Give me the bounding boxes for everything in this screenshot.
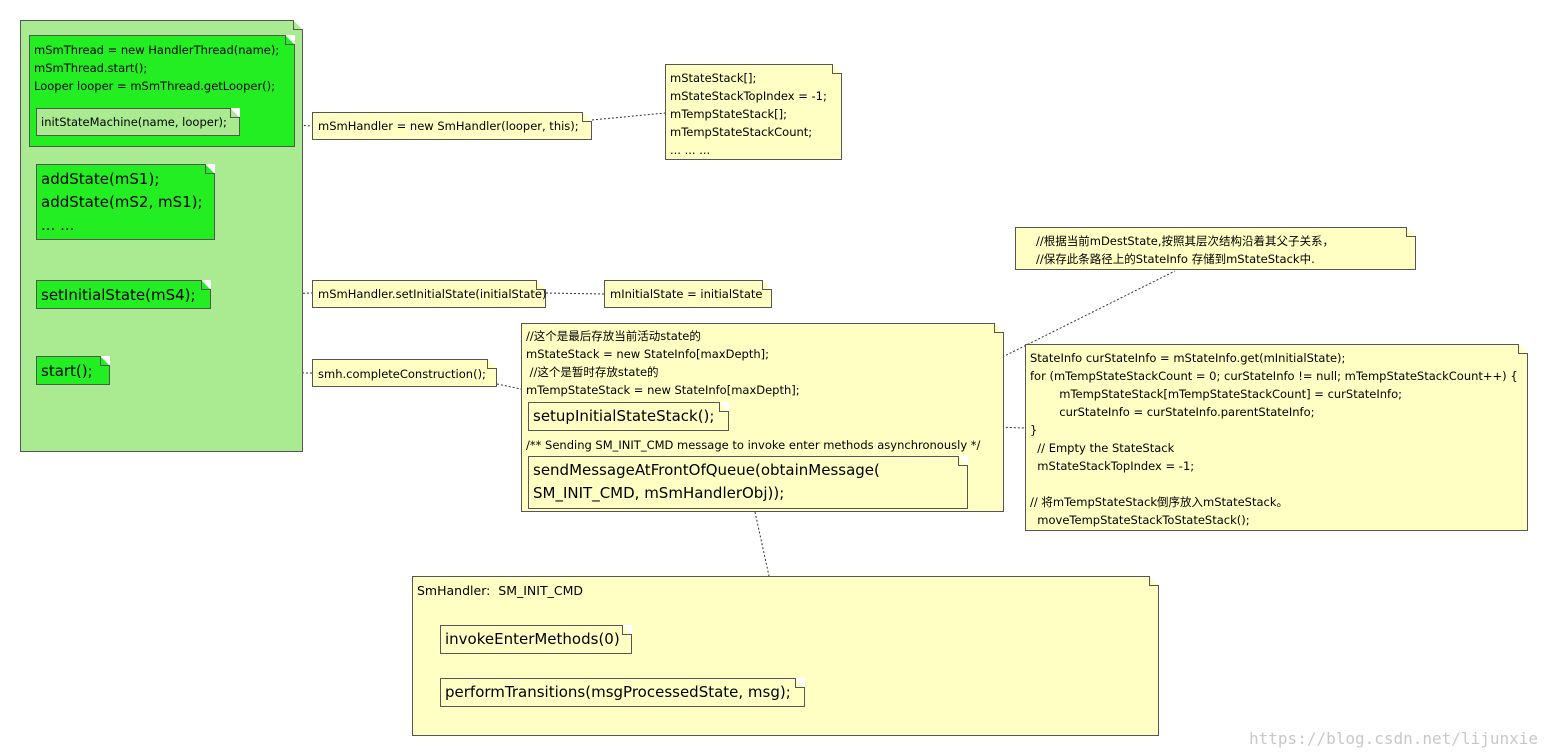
add-state-line-2: addState(mS2, mS1); <box>41 193 203 211</box>
send-message-line-2: SM_INIT_CMD, mSmHandlerObj)); <box>533 484 785 502</box>
start-text: start(); <box>41 362 93 380</box>
send-message-line-1: sendMessageAtFrontOfQueue(obtainMessage( <box>533 461 880 479</box>
state-info-line-6: // Empty the StateStack <box>1030 441 1175 455</box>
state-info-line-9: // 将mTempStateStack倒序放入mStateStack。 <box>1030 495 1289 509</box>
state-info-line-1: StateInfo curStateInfo = mStateInfo.get(… <box>1030 351 1346 365</box>
sm-handler-note: mSmHandler = new SmHandler(looper, this)… <box>312 112 592 140</box>
connector <box>754 511 770 577</box>
state-stack-fields-note: mStateStack[]; mStateStackTopIndex = -1;… <box>665 64 842 160</box>
send-comment: /** Sending SM_INIT_CMD message to invok… <box>526 438 981 452</box>
complete-construction-note: smh.completeConstruction(); <box>312 359 497 387</box>
handler-set-initial-note: mSmHandler.setInitialState(initialState) <box>312 280 546 308</box>
stack-comment-line-1: //根据当前mDestState,按照其层次结构沿着其父子关系， <box>1036 234 1334 248</box>
perform-transitions-note: performTransitions(msgProcessedState, ms… <box>440 678 805 707</box>
setup-initial-stack-note: setupInitialStateStack(); <box>528 402 729 431</box>
field-line-3: mTempStateStack[]; <box>670 107 787 121</box>
thread-line-2: mSmThread.start(); <box>34 61 148 75</box>
state-info-line-10: moveTempStateStackToStateStack(); <box>1030 513 1250 527</box>
state-info-line-5: } <box>1030 423 1038 437</box>
complete-construction-text: smh.completeConstruction(); <box>318 367 486 381</box>
initial-state-assign-text: mInitialState = initialState <box>610 287 763 301</box>
field-line-5: ... ... ... <box>670 143 711 157</box>
construction-line-1: //这个是最后存放当前活动state的 <box>526 329 701 343</box>
connector <box>591 112 666 121</box>
state-info-line-2: for (mTempStateStackCount = 0; curStateI… <box>1030 369 1518 383</box>
connector <box>496 383 522 390</box>
field-line-2: mStateStackTopIndex = -1; <box>670 89 827 103</box>
add-state-line-3: ... ... <box>41 216 75 234</box>
init-state-machine-note: initStateMachine(name, looper); <box>36 108 240 136</box>
add-state-line-1: addState(mS1); <box>41 170 160 188</box>
construction-line-4: mTempStateStack = new StateInfo[maxDepth… <box>526 383 800 397</box>
state-info-line-7: mStateStackTopIndex = -1; <box>1030 459 1195 473</box>
thread-line-1: mSmThread = new HandlerThread(name); <box>34 43 280 57</box>
sm-handler-text: mSmHandler = new SmHandler(looper, this)… <box>318 119 579 133</box>
handler-set-initial-text: mSmHandler.setInitialState(initialState) <box>318 287 547 301</box>
invoke-enter-text: invokeEnterMethods(0) <box>445 630 620 648</box>
construction-line-2: mStateStack = new StateInfo[maxDepth]; <box>526 347 769 361</box>
set-initial-state-note: setInitialState(mS4); <box>36 280 211 309</box>
field-line-1: mStateStack[]; <box>670 71 757 85</box>
stack-comment-note: //根据当前mDestState,按照其层次结构沿着其父子关系， //保存此条路… <box>1015 227 1416 270</box>
sm-handler-init-title: SmHandler: SM_INIT_CMD <box>417 583 583 598</box>
state-info-line-4: curStateInfo = curStateInfo.parentStateI… <box>1030 405 1315 419</box>
construction-line-3: //这个是暂时存放state的 <box>526 365 659 379</box>
set-initial-state-text: setInitialState(mS4); <box>41 286 196 304</box>
initial-state-assign-note: mInitialState = initialState <box>604 280 772 308</box>
start-note: start(); <box>36 356 110 385</box>
add-state-note: addState(mS1); addState(mS2, mS1); ... .… <box>36 164 215 240</box>
state-info-note: StateInfo curStateInfo = mStateInfo.get(… <box>1025 344 1528 531</box>
thread-line-3: Looper looper = mSmThread.getLooper(); <box>34 79 276 93</box>
send-message-note: sendMessageAtFrontOfQueue(obtainMessage(… <box>528 456 968 509</box>
stack-comment-line-2: //保存此条路径上的StateInfo 存储到mStateStack中. <box>1036 252 1315 266</box>
setup-initial-stack-text: setupInitialStateStack(); <box>533 407 715 425</box>
init-state-machine-text: initStateMachine(name, looper); <box>41 115 227 129</box>
connector <box>545 292 605 295</box>
sm-handler-init-note: SmHandler: SM_INIT_CMD <box>412 576 1159 736</box>
watermark: https://blog.csdn.net/lijunxie <box>1249 729 1538 748</box>
invoke-enter-note: invokeEnterMethods(0) <box>440 625 632 654</box>
state-info-line-3: mTempStateStack[mTempStateStackCount] = … <box>1030 387 1402 401</box>
field-line-4: mTempStateStackCount; <box>670 125 813 139</box>
perform-transitions-text: performTransitions(msgProcessedState, ms… <box>445 683 791 701</box>
